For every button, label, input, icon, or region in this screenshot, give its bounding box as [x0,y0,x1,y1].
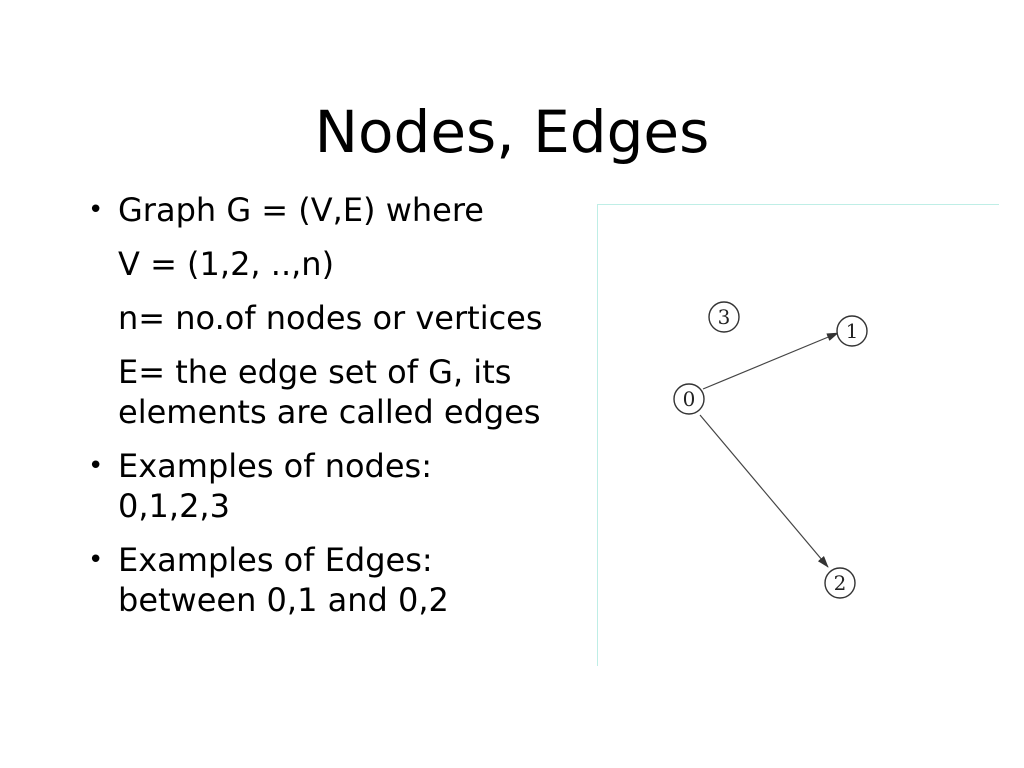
bullet-text: Graph G = (V,E) where [118,191,484,229]
sub-line-vertex-set: V = (1,2, ..,n) [118,245,335,283]
bullet-graph-definition: • Graph G = (V,E) where [80,190,600,230]
sub-line-node-count: n= no.of nodes or vertices [118,299,543,337]
bullet-text: Examples of Edges: [118,541,433,579]
edge-0-2 [699,414,829,568]
bullet-text: 0,1,2,3 [118,487,230,525]
node-2-circle [824,567,856,599]
bullet-dot-icon: • [88,545,104,575]
graph-diagram: 3 1 0 2 [673,301,868,599]
bullet-dot-icon: • [88,451,104,481]
bullet-dot-icon: • [88,195,104,225]
bullet-node-examples: • Examples of nodes: 0,1,2,3 [80,446,600,526]
edge-0-1 [702,332,839,390]
node-3: 3 [708,301,740,333]
node-0-circle [673,383,705,415]
node-3-circle [708,301,740,333]
sub-line-edge-set: E= the edge set of G, its [118,353,512,391]
node-2: 2 [824,567,856,599]
bullet-sub-lines: V = (1,2, ..,n) n= no.of nodes or vertic… [80,244,600,432]
graph-panel: 3 1 0 2 [597,204,999,666]
node-1: 1 [836,315,868,347]
bullet-list: • Graph G = (V,E) where V = (1,2, ..,n) … [80,190,600,626]
slide-title: Nodes, Edges [314,98,710,166]
node-0-label: 0 [683,387,696,411]
node-1-label: 1 [846,319,859,343]
bullet-text: Examples of nodes: [118,447,432,485]
node-1-circle [836,315,868,347]
node-2-label: 2 [834,571,847,595]
bullet-text: between 0,1 and 0,2 [118,581,449,619]
node-0: 0 [673,383,705,415]
sub-line-edge-set-cont: elements are called edges [118,393,541,431]
bullet-edge-examples: • Examples of Edges: between 0,1 and 0,2 [80,540,600,620]
node-3-label: 3 [718,305,731,329]
